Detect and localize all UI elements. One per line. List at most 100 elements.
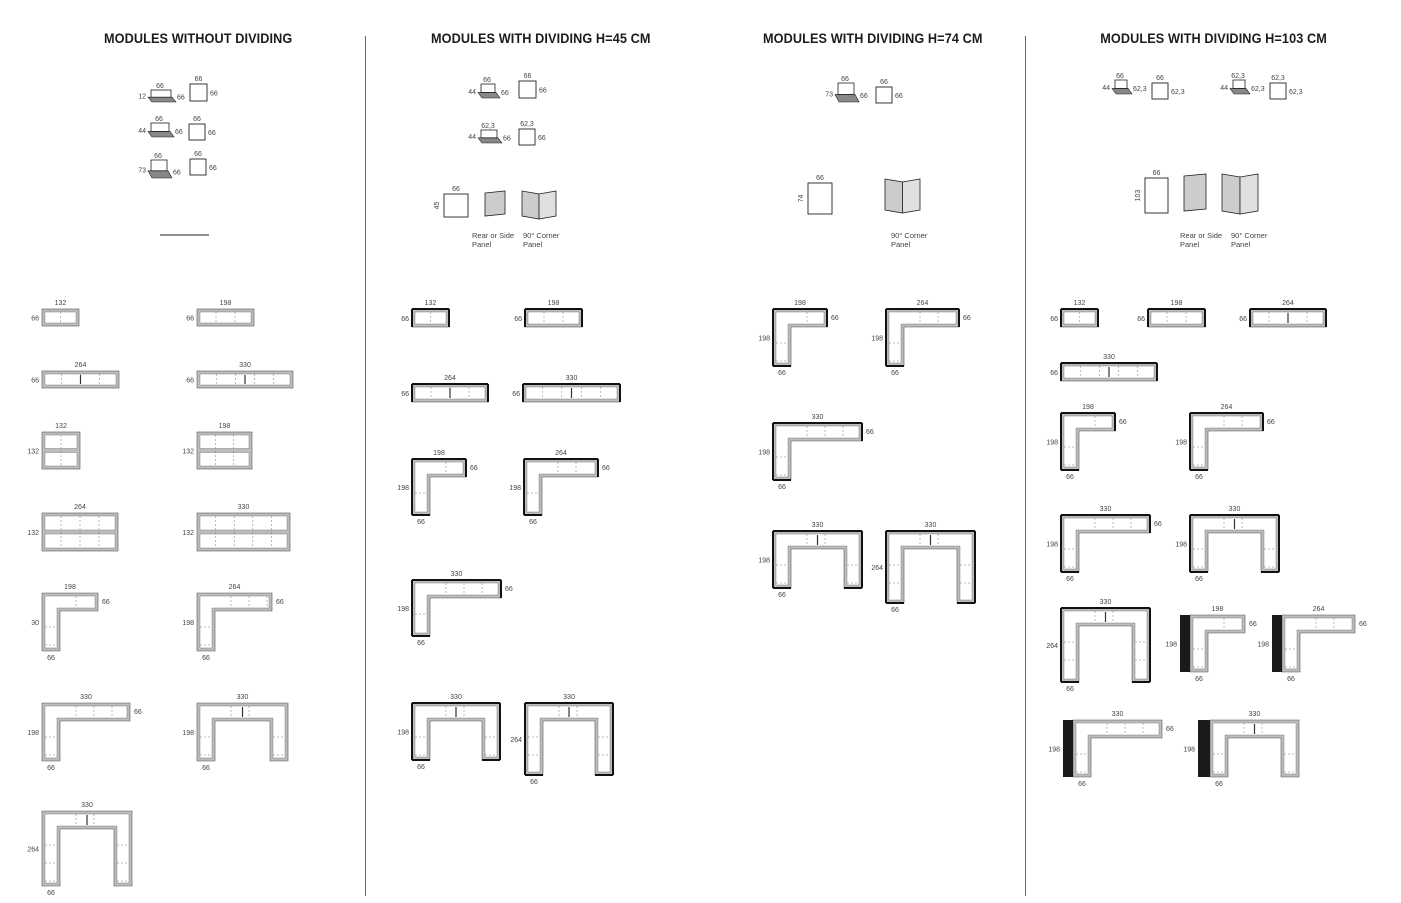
panel-caption-line: Rear or Side — [1180, 231, 1222, 240]
panel-caption-line: 90° Corner — [891, 231, 928, 240]
seat-base — [147, 170, 173, 179]
dimension-label: 66 — [470, 465, 478, 472]
dimension-label: 66 — [175, 129, 183, 136]
dimension-label: 198 — [219, 423, 231, 430]
dimension-label: 264 — [75, 362, 87, 369]
dimension-label: 66 — [173, 169, 181, 176]
dimension-label: 66 — [186, 378, 194, 385]
panel-shape — [521, 190, 540, 220]
dimension-label: 198 — [220, 300, 232, 307]
seat-back — [480, 129, 498, 139]
dimension-label: 44 — [468, 89, 476, 96]
panel-caption-line: 90° Corner — [523, 231, 560, 240]
dimension-label: 44 — [468, 134, 476, 141]
dimension-label: 198 — [794, 300, 806, 307]
module-footprint-icon: 62,362,3 — [1269, 75, 1303, 100]
dimension-label: 62,3 — [1271, 75, 1285, 82]
panel-caption-line: 90° Corner — [1231, 231, 1268, 240]
footprint-square — [1151, 82, 1169, 100]
dimension-label: 66 — [134, 709, 142, 716]
panel-shape — [1239, 173, 1259, 215]
panel-shape — [1183, 173, 1207, 212]
dimension-label: 66 — [208, 130, 216, 137]
dimension-label: 66 — [202, 655, 210, 662]
dimension-label: 66 — [401, 391, 409, 398]
dimension-label: 66 — [417, 764, 425, 771]
dimension-label: 198 — [182, 730, 194, 737]
dimension-label: 66 — [778, 484, 786, 491]
dimension-label: 66 — [31, 378, 39, 385]
dimension-label: 198 — [397, 485, 409, 492]
tall-back-panel — [1272, 615, 1282, 672]
dimension-label: 66 — [1215, 781, 1223, 788]
dimension-label: 66 — [210, 91, 218, 98]
seat-area — [1075, 722, 1160, 775]
dimension-label: 66 — [483, 77, 491, 84]
seat-area — [775, 425, 860, 478]
dimension-label: 66 — [816, 175, 824, 182]
rear-or-side-panel-icon — [1183, 173, 1207, 212]
dimension-label: 30 — [31, 620, 39, 627]
dimension-label: 66 — [1154, 521, 1162, 528]
dimension-label: 66 — [538, 135, 546, 142]
dimension-label: 264 — [229, 584, 241, 591]
dimension-label: 66 — [1066, 576, 1074, 583]
dimension-label: 198 — [27, 730, 39, 737]
dimension-label: 66 — [503, 135, 511, 142]
dimension-label: 132 — [55, 423, 67, 430]
dimension-label: 62,3 — [1171, 89, 1185, 96]
footprint-square — [1269, 82, 1287, 100]
panel-caption-line: Panel — [523, 240, 543, 249]
dimension-label: 66 — [530, 779, 538, 786]
dimension-label: 66 — [1195, 676, 1203, 683]
dimension-label: 330 — [925, 522, 937, 529]
dimension-label: 66 — [1050, 370, 1058, 377]
dimension-label: 198 — [871, 336, 883, 343]
seat-area — [1150, 311, 1203, 325]
seat-area — [1063, 415, 1113, 468]
panel-shape — [538, 190, 557, 220]
seat-back — [480, 83, 496, 93]
dimension-label: 66 — [505, 586, 513, 593]
dimension-label: 198 — [758, 558, 770, 565]
dimension-label: 330 — [237, 694, 249, 701]
seat-base — [477, 137, 503, 144]
dimension-label: 264 — [74, 504, 86, 511]
dimension-label: 66 — [195, 76, 203, 83]
seat-area — [44, 595, 96, 649]
seat-area — [1063, 517, 1148, 570]
dimension-label: 198 — [64, 584, 76, 591]
dimension-label: 66 — [1116, 73, 1124, 80]
dimension-label: 66 — [1249, 621, 1257, 628]
dimension-label: 330 — [1100, 506, 1112, 513]
dimension-label: 132 — [425, 300, 437, 307]
seat-back — [837, 82, 855, 95]
dimension-label: 198 — [758, 336, 770, 343]
seat-area — [199, 533, 288, 549]
dimension-label: 330 — [566, 375, 578, 382]
